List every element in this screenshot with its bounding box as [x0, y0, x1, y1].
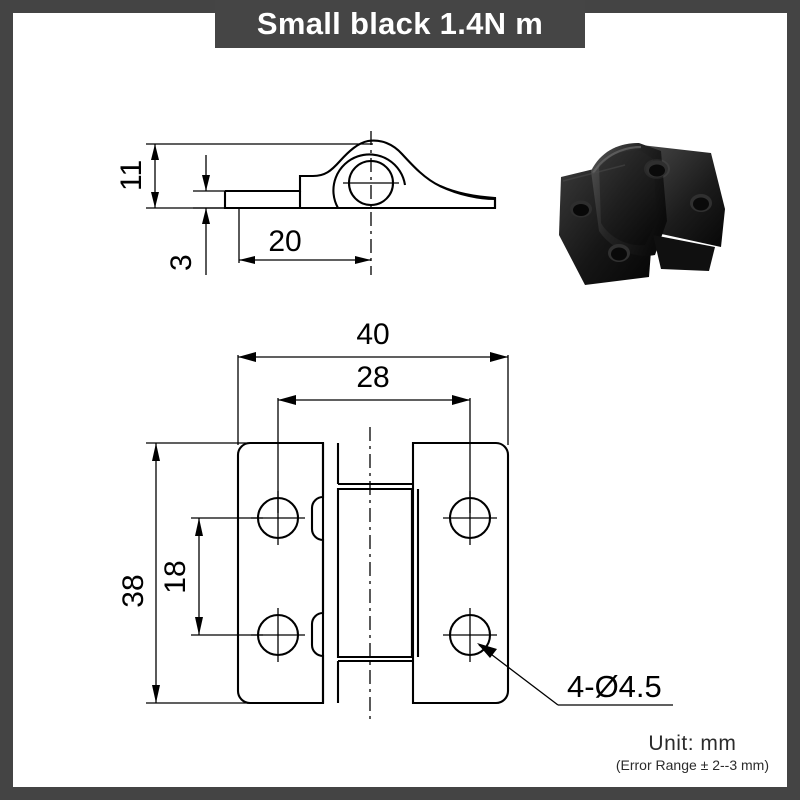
- photo-right-tab: [653, 235, 715, 271]
- drawing-canvas: 11 3 20: [13, 13, 787, 787]
- dim-label-3: 3: [165, 254, 198, 271]
- photo-hole-4-bore: [611, 247, 627, 261]
- dim-label-20: 20: [268, 225, 301, 258]
- hinge-product-photo: [559, 143, 725, 285]
- side-view-geometry: [223, 131, 497, 275]
- photo-hole-2-bore: [693, 197, 709, 211]
- dim-label-11: 11: [115, 160, 148, 191]
- photo-specular-top: [592, 145, 642, 174]
- photo-specular-left: [562, 164, 626, 182]
- unit-label: Unit: mm: [648, 732, 737, 755]
- technical-drawing-svg: 11 3 20: [115, 131, 673, 723]
- title-bar: Small black 1.4N m: [215, 0, 585, 48]
- dim-label-28: 28: [356, 361, 389, 394]
- side-view-dimensions: 11 3 20: [115, 143, 373, 275]
- error-range-label: (Error Range ± 2--3 mm): [615, 757, 769, 773]
- unit-note: Unit: mm (Error Range ± 2--3 mm): [616, 732, 769, 773]
- page-title: Small black 1.4N m: [256, 6, 544, 41]
- photo-hole-3-bore: [573, 204, 589, 216]
- dim-label-38: 38: [117, 574, 150, 607]
- dim-label-18: 18: [159, 560, 192, 593]
- callout-label-holes: 4-Ø4.5: [567, 669, 662, 704]
- photo-hole-1-bore: [649, 164, 665, 177]
- photo-knuckle-highlight: [599, 150, 657, 246]
- plan-view-dimensions: 40 28 38 18: [117, 318, 673, 706]
- dim-label-40: 40: [356, 318, 389, 351]
- plan-view-geometry: [236, 427, 510, 723]
